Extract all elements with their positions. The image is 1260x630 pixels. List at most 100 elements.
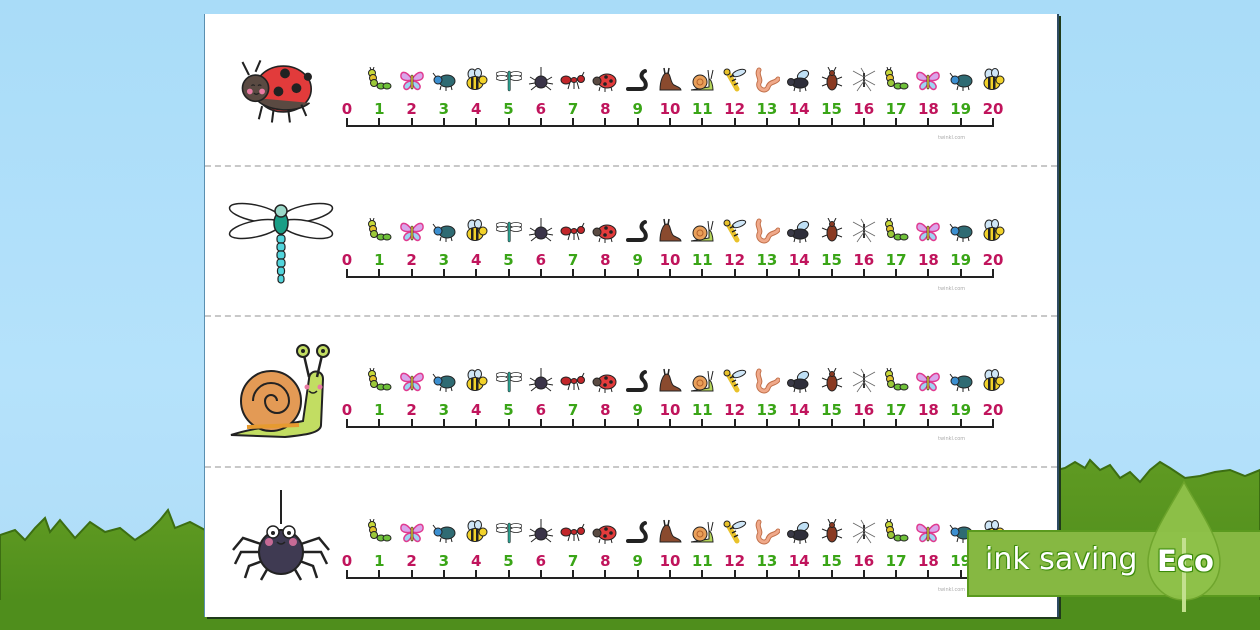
tick-mark [346,118,348,127]
tick-mark [539,569,542,579]
caterpillar-icon [883,518,909,545]
number-label: 8 [600,401,611,419]
number-label: 5 [503,551,514,570]
tick-mark [507,419,510,428]
tick-mark [572,569,575,579]
tick-mark [346,419,348,428]
wasp-icon [722,218,748,244]
cut-line [205,164,1057,167]
snail-icon [689,368,715,394]
snail-icon [689,218,715,244]
wasp-icon [722,519,748,545]
snail-mascot-icon [225,339,335,449]
number-line-axis [346,275,994,278]
worm-icon [754,67,781,93]
number-label: 2 [406,250,417,269]
tick-mark [927,118,930,127]
tick-mark [378,118,381,127]
cut-line [205,315,1057,317]
ladybird-icon [592,519,618,545]
tick-mark [798,268,801,278]
caterpillar-icon [366,66,392,93]
dragonfly-icon [495,368,522,394]
butterfly-icon [915,368,941,394]
tick-mark [701,268,704,278]
number-label: 1 [374,250,385,269]
ladybird-icon [592,218,618,244]
ladybird-icon [592,67,618,93]
slug-icon [657,218,683,244]
tick-mark [862,569,865,579]
leech-icon [625,368,651,394]
number-label: 15 [821,401,842,419]
tick-mark [830,569,833,579]
caterpillar-icon [883,66,909,93]
number-label: 13 [756,551,778,570]
number-label: 7 [567,551,579,570]
tick-mark [507,268,510,278]
tick-mark [539,268,542,278]
number-label: 9 [632,551,643,570]
butterfly-icon [399,368,425,394]
number-line-strip-spider: 01234567891011121314151617181920twinkl.c… [205,466,1057,617]
number-label: 6 [535,100,547,118]
tick-mark [378,268,381,278]
number-label: 17 [885,551,907,570]
number-label: 12 [724,551,746,570]
fly-icon [786,218,812,244]
tick-mark [959,268,962,278]
tick-mark [346,569,348,579]
tick-mark [636,118,639,127]
number-label: 20 [982,401,1004,419]
tick-mark [669,569,671,579]
tick-mark [701,419,704,428]
bee-icon [463,519,489,545]
number-label: 3 [438,100,450,118]
number-label: 14 [788,401,810,419]
tick-mark [539,419,542,428]
tick-mark [572,419,575,428]
snail-icon [689,519,715,545]
number-label: 16 [853,551,875,570]
number-label: 18 [917,250,939,269]
number-label: 12 [724,100,746,118]
number-label: 9 [632,100,643,118]
credit-text: twinkl.com [938,135,966,141]
number-label: 20 [982,100,1004,118]
number-label: 17 [885,250,907,269]
bee-icon [980,218,1006,244]
bee-icon [463,67,489,93]
number-label: 16 [853,401,875,419]
number-label: 0 [341,551,353,570]
tick-mark [895,419,898,428]
beetle-icon [948,368,974,394]
tick-mark [959,569,962,579]
tick-mark [636,569,639,579]
butterfly-icon [399,519,425,545]
number-label: 9 [632,401,643,419]
tick-mark [798,118,801,127]
number-label: 8 [600,551,611,570]
wasp-icon [722,67,748,93]
tick-mark [830,268,833,278]
number-label: 5 [503,250,514,269]
tick-mark [669,268,671,278]
beetle-icon [431,519,457,545]
bee-icon [980,67,1006,93]
tick-mark [701,569,704,579]
tick-mark [475,569,478,579]
credit-text: twinkl.com [938,436,966,442]
number-line-axis [346,426,994,428]
number-label: 16 [853,250,875,269]
number-label: 18 [917,100,939,118]
tick-mark [475,419,478,428]
number-label: 1 [374,551,385,570]
number-label: 6 [535,401,547,419]
tick-mark [410,419,413,428]
tick-mark [733,569,736,579]
number-label: 5 [503,401,514,419]
tick-mark [992,419,994,428]
tick-mark [701,118,704,127]
tick-mark [636,419,639,428]
